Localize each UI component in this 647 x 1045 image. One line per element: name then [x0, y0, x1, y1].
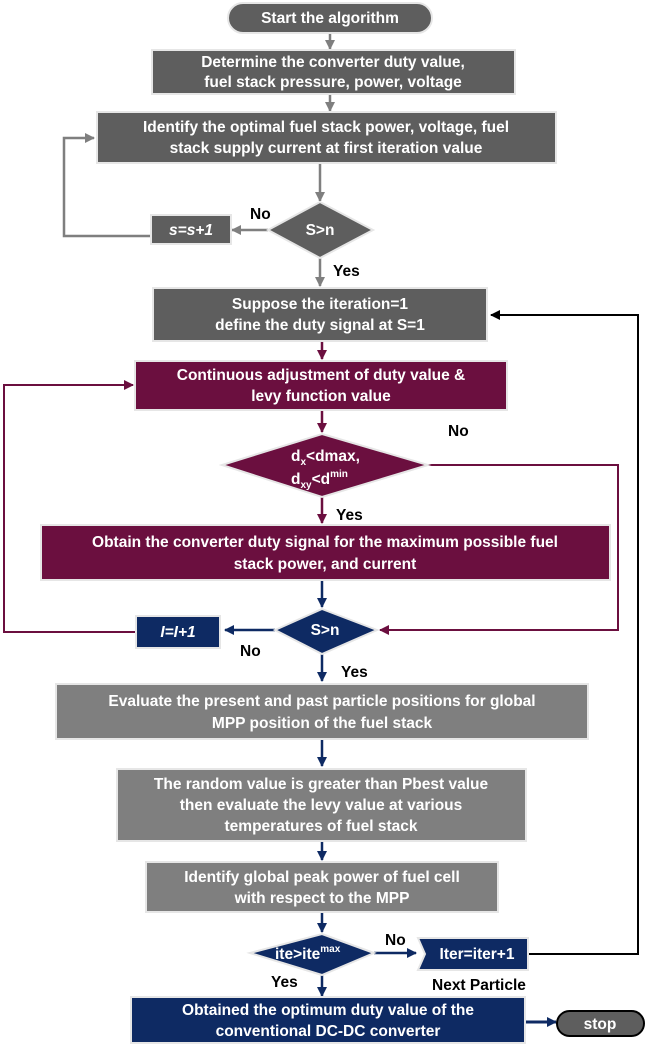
edge-labels: No Yes No Yes No Yes No Yes Next Particl…	[240, 206, 526, 994]
decision-d-line-2: dxy<dmin	[291, 469, 348, 491]
stop-terminator: stop	[556, 1010, 645, 1037]
random-line-3: temperatures of fuel stack	[225, 818, 418, 835]
obtained-line-2: conventional DC-DC converter	[216, 1023, 441, 1040]
random-value-process: The random value is greater than Pbest v…	[116, 768, 527, 842]
label-no-d: No	[448, 423, 469, 440]
suppose-line-1: Suppose the iteration=1	[232, 296, 409, 313]
random-line-1: The random value is greater than Pbest v…	[154, 776, 489, 793]
suppose-line-2: define the duty signal at S=1	[215, 317, 425, 334]
obtain-duty-line-1: Obtain the converter duty signal for the…	[92, 534, 558, 551]
identify-global-peak-process: Identify global peak power of fuel cell …	[145, 861, 499, 913]
label-yes-d: Yes	[336, 507, 363, 524]
decision-s1-label: S>n	[306, 222, 335, 239]
label-no-iter: No	[385, 932, 406, 949]
decision-iteration-max: ite>itemax	[246, 932, 377, 977]
evaluate-positions-process: Evaluate the present and past particle p…	[55, 683, 589, 740]
arrow-iinc-loop-to-continuous	[3, 380, 136, 633]
identify-optimal-process: Identify the optimal fuel stack power, v…	[96, 111, 557, 164]
determine-process: Determine the converter duty value, fuel…	[151, 49, 516, 95]
continuous-line-1: Continuous adjustment of duty value &	[177, 367, 465, 384]
determine-line-1: Determine the converter duty value,	[201, 54, 465, 71]
decision-d-line-1: dx<dmax,	[291, 448, 360, 468]
label-yes-iter: Yes	[271, 974, 298, 991]
decision-s-greater-n-first: S>n	[265, 200, 376, 260]
iter-increment-label: Iter=iter+1	[440, 946, 515, 963]
label-no-s1: No	[250, 206, 271, 223]
continuous-adjustment-process: Continuous adjustment of duty value & le…	[134, 360, 508, 411]
determine-line-2: fuel stack pressure, power, voltage	[204, 74, 462, 91]
identify-optimal-line-2: stack supply current at first iteration …	[170, 140, 483, 157]
arrow-sinc-loop-back	[62, 133, 151, 238]
iter-increment-process: Iter=iter+1	[416, 937, 529, 971]
start-label: Start the algorithm	[261, 10, 399, 27]
i-increment-process: I=I+1	[135, 615, 221, 649]
obtained-optimum-process: Obtained the optimum duty value of the c…	[130, 996, 526, 1044]
decision-s2-label: S>n	[311, 622, 340, 639]
connectors	[3, 32, 639, 1027]
identify-global-line-1: Identify global peak power of fuel cell	[184, 869, 460, 886]
s-increment-process: s=s+1	[150, 214, 232, 245]
suppose-iteration-process: Suppose the iteration=1 define the duty …	[152, 287, 488, 342]
identify-global-line-2: with respect to the MPP	[234, 890, 410, 907]
arrow-next-particle-loop	[490, 310, 639, 955]
obtained-line-1: Obtained the optimum duty value of the	[182, 1002, 474, 1019]
identify-optimal-line-1: Identify the optimal fuel stack power, v…	[143, 119, 509, 136]
label-next-particle: Next Particle	[432, 977, 526, 994]
random-line-2: then evaluate the levy value at various	[180, 797, 463, 814]
start-terminator: Start the algorithm	[227, 2, 433, 34]
decision-s-greater-n-second: S>n	[272, 607, 380, 656]
arrow-decision-d-no-loop	[379, 464, 619, 635]
decision-iter-label: ite>itemax	[275, 944, 341, 963]
evaluate-line-1: Evaluate the present and past particle p…	[108, 693, 535, 710]
i-increment-label: I=I+1	[160, 624, 195, 641]
stop-label: stop	[584, 1016, 617, 1033]
label-yes-s2: Yes	[341, 664, 368, 681]
label-yes-s1: Yes	[333, 263, 360, 280]
s-increment-label: s=s+1	[169, 222, 213, 239]
decision-duty-limits: dx<dmax, dxy<dmin	[218, 432, 432, 499]
obtain-duty-line-2: stack power, and current	[234, 556, 417, 573]
evaluate-line-2: MPP position of the fuel stack	[212, 715, 433, 732]
obtain-duty-signal-process: Obtain the converter duty signal for the…	[40, 524, 611, 581]
continuous-line-2: levy function value	[251, 388, 391, 405]
label-no-s2: No	[240, 643, 261, 660]
